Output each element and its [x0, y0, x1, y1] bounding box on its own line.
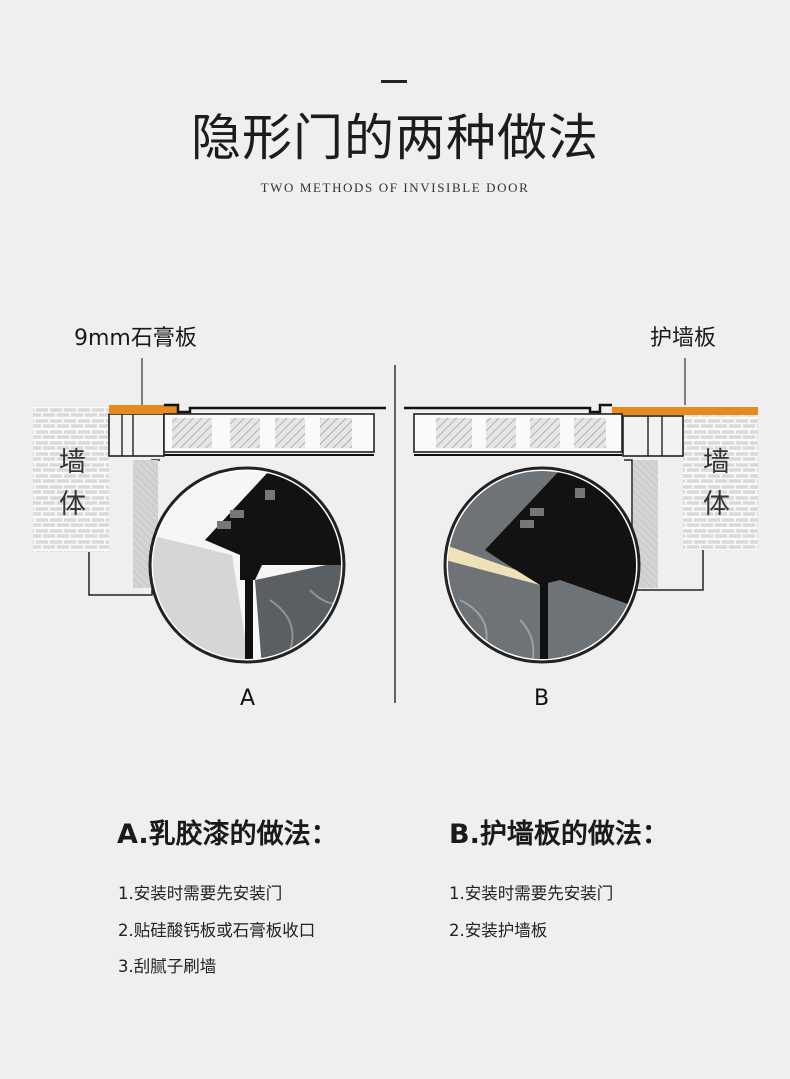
section-b: [404, 358, 758, 664]
tag-a: A: [240, 686, 256, 711]
wall-label-b-bottom: 体: [703, 489, 730, 520]
page-subtitle: TWO METHODS OF INVISIBLE DOOR: [260, 180, 530, 195]
orange-panel-b: [612, 407, 758, 415]
list-item: 1.安装时需要先安装门: [449, 884, 614, 903]
method-b-heading: B.护墙板的做法：: [449, 819, 669, 850]
list-item: 2.安装护墙板: [449, 920, 548, 940]
door-section-diagram: [33, 358, 758, 703]
method-a-steps: 1.安装时需要先安装门 2.贴硅酸钙板或石膏板收口 3.刮腻子刷墙: [118, 876, 315, 986]
wall-brick-b: [683, 413, 758, 550]
wall-label-a-bottom: 体: [59, 489, 86, 520]
label-wall-panel: 护墙板: [650, 326, 717, 351]
list-item: 2.贴硅酸钙板或石膏板收口: [118, 920, 316, 940]
list-item: 1.安装时需要先安装门: [118, 884, 283, 903]
wall-label-a-top: 墙: [59, 447, 86, 478]
page-title: 隐形门的两种做法: [191, 109, 599, 167]
method-a-heading: A.乳胶漆的做法：: [117, 819, 338, 850]
title-dash: [381, 80, 407, 83]
list-item: 3.刮腻子刷墙: [118, 957, 217, 976]
label-gypsum-board: 9mm石膏板: [74, 326, 197, 351]
orange-board-a: [109, 405, 177, 414]
wall-brick-a: [33, 407, 109, 552]
method-b-steps: 1.安装时需要先安装门 2.安装护墙板: [449, 876, 613, 949]
wall-label-b-top: 墙: [703, 447, 730, 478]
section-a: [33, 358, 386, 664]
tag-b: B: [534, 686, 550, 711]
